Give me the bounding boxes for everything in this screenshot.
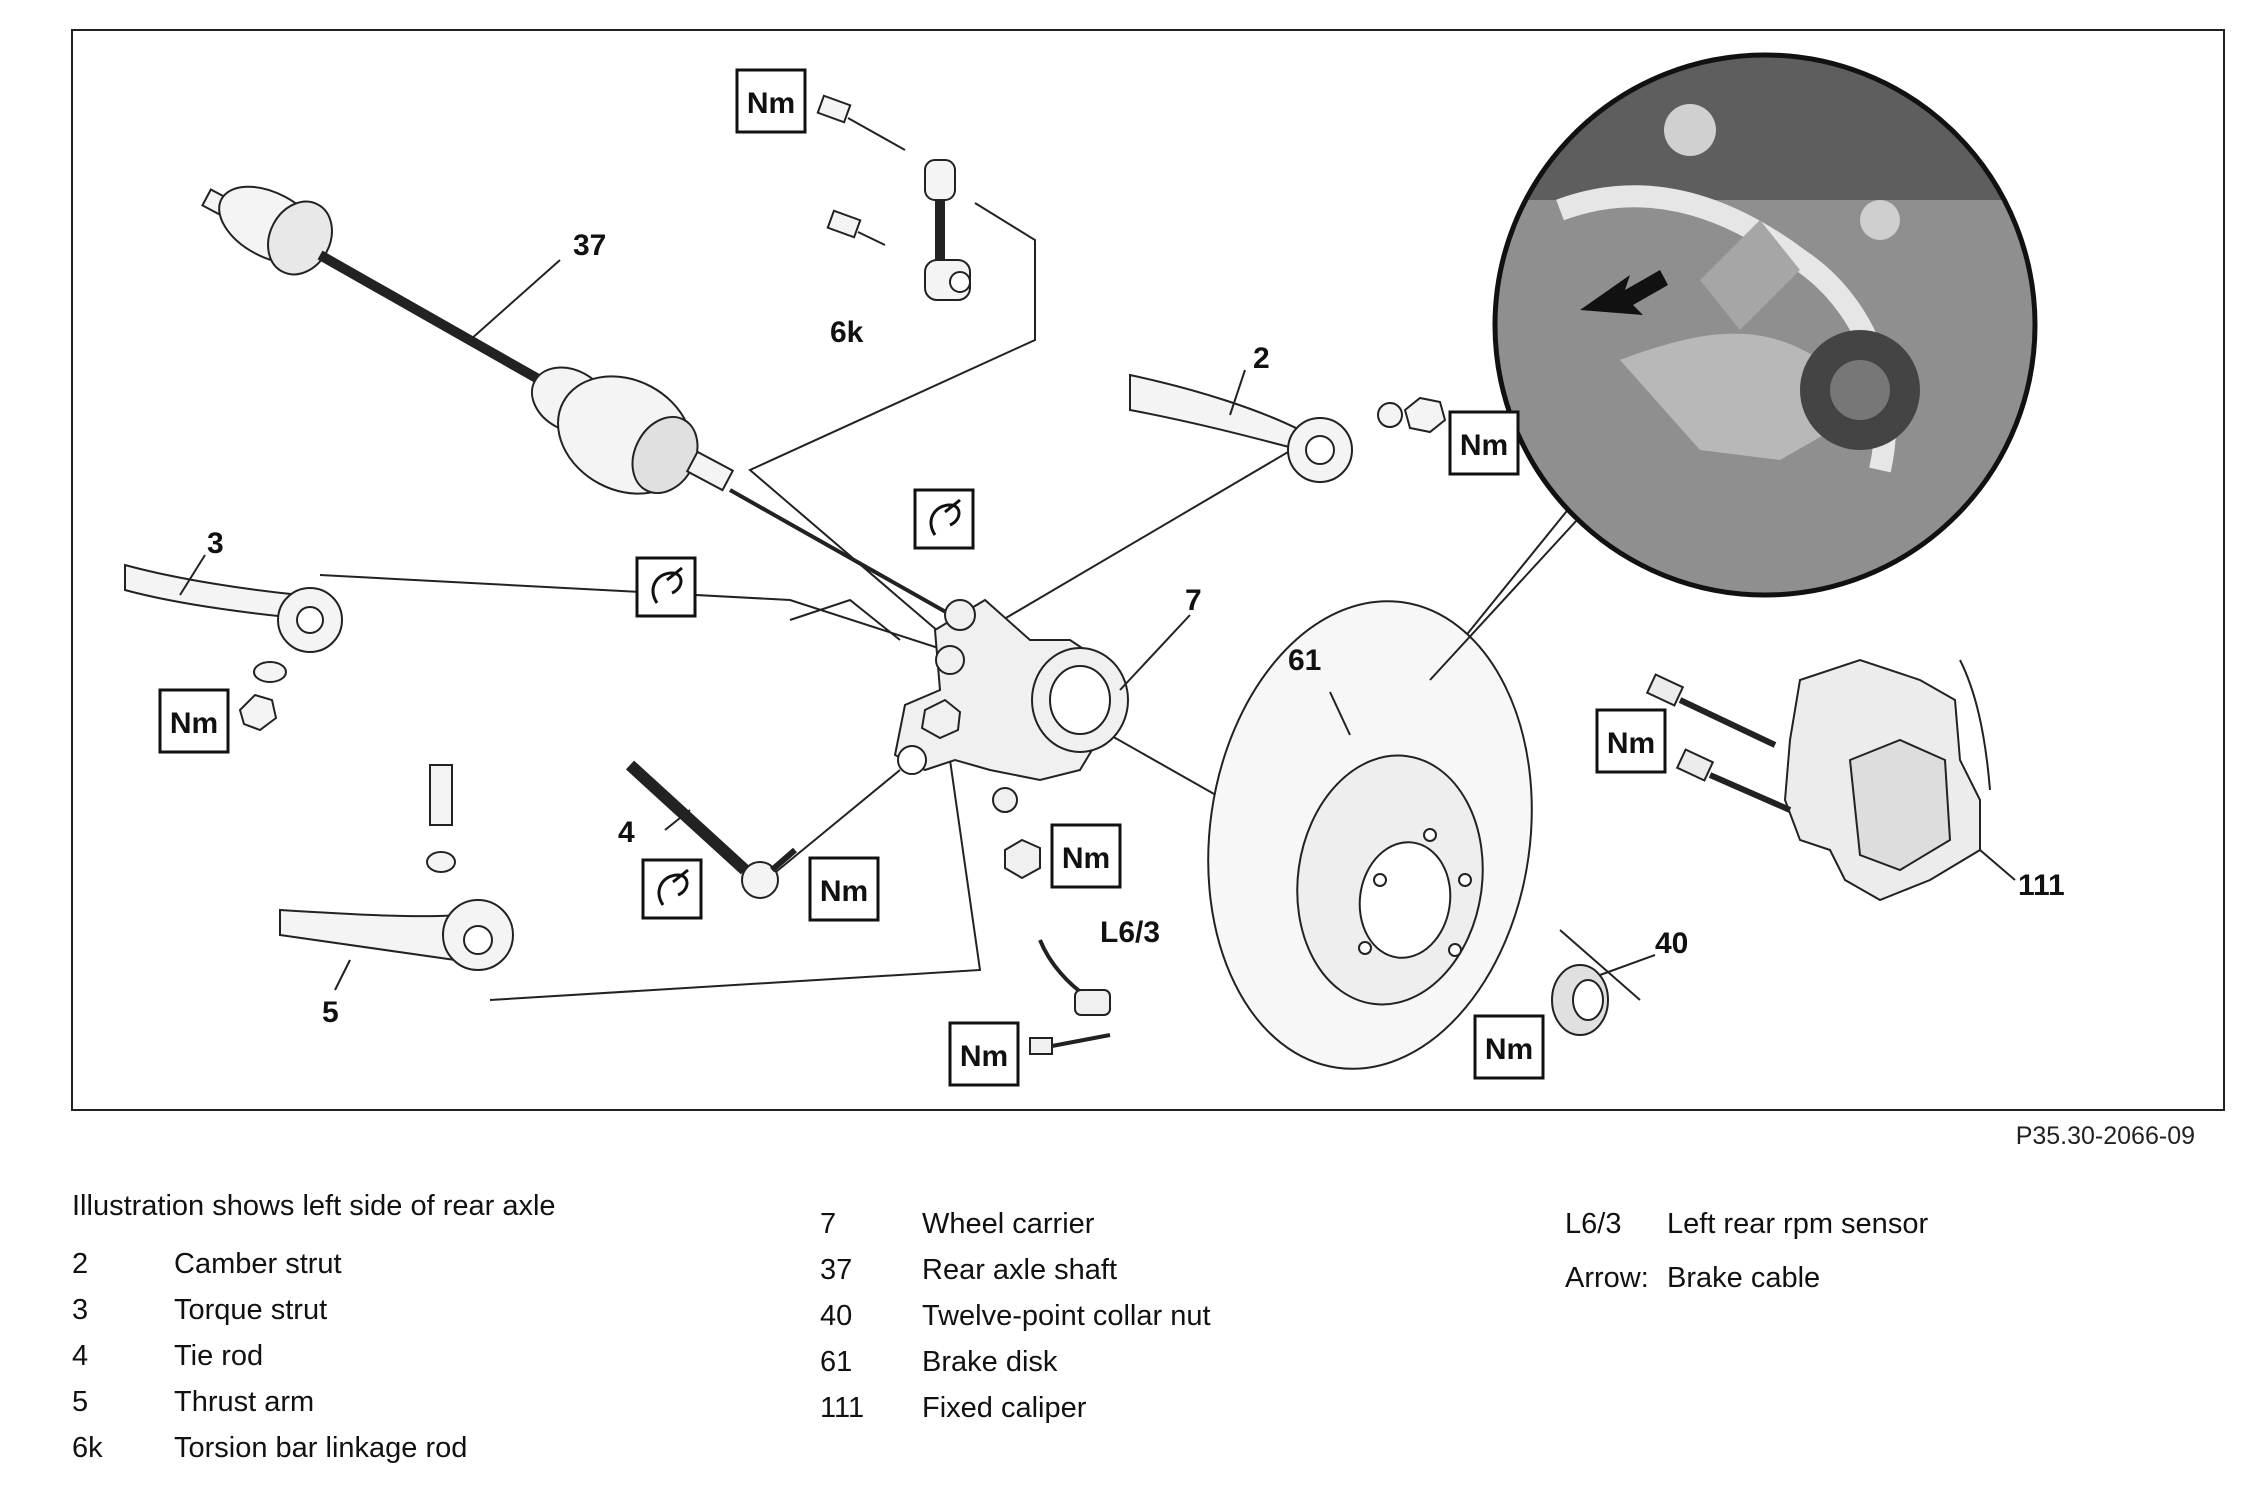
legend-description: Torque strut — [174, 1294, 328, 1326]
callout-7: 7 — [1185, 584, 1202, 617]
legend-item: 6k Torsion bar linkage rod — [72, 1432, 672, 1468]
torque-nm-box-icon: Nm — [808, 856, 880, 922]
legend-number: 4 — [72, 1340, 89, 1372]
legend-description: Camber strut — [174, 1248, 342, 1280]
legend-item: 61 Brake disk — [820, 1346, 1420, 1382]
legend-item: 3 Torque strut — [72, 1294, 672, 1330]
fixed-caliper-111 — [1645, 658, 1991, 902]
legend-number: 111 — [820, 1392, 865, 1424]
legend-description: Brake disk — [922, 1346, 1058, 1378]
torsion-bar-linkage-rod-6k — [816, 94, 971, 301]
svg-text:Nm: Nm — [747, 87, 795, 120]
svg-text:Nm: Nm — [1460, 429, 1508, 462]
inset-photo-circle — [1429, 52, 2038, 681]
svg-text:Nm: Nm — [820, 875, 868, 908]
callout-111: 111 — [2018, 869, 2065, 902]
torque-nm-box-icon: Nm — [158, 688, 230, 754]
callout-40: 40 — [1655, 927, 1688, 960]
legend-number: 61 — [820, 1346, 853, 1378]
wheel-carrier-7 — [893, 598, 1129, 880]
rear-axle-shaft-37 — [201, 185, 961, 622]
legend-description: Rear axle shaft — [922, 1254, 1118, 1286]
arrow-icon — [1580, 270, 1668, 315]
legend-item: 4 Tie rod — [72, 1340, 672, 1376]
legend-description: Tie rod — [174, 1340, 264, 1372]
collar-nut-40 — [1551, 964, 1609, 1036]
callout-labels: 37 6k 2 3 7 61 4 5 L6/3 40 111 — [207, 229, 2065, 1029]
torque-nm-box-icon: Nm — [735, 68, 807, 134]
legend-description: Wheel carrier — [922, 1208, 1095, 1240]
legend-number: 40 — [820, 1300, 853, 1332]
legend-description: Thrust arm — [174, 1386, 315, 1418]
legend-description: Torsion bar linkage rod — [174, 1432, 468, 1464]
rpm-sensor-l6-3 — [1029, 939, 1111, 1055]
exploded-view-diagram: Nm Nm Nm Nm Nm Nm Nm Nm 37 — [71, 29, 2225, 1111]
torque-nm-box-icon: Nm — [1473, 1014, 1545, 1080]
angle-tighten-symbol-icon — [641, 858, 703, 920]
legend-number: 7 — [820, 1208, 837, 1240]
torque-nm-box-icon: Nm — [1050, 823, 1122, 889]
callout-61: 61 — [1288, 644, 1321, 677]
legend-item: Arrow: Brake cable — [1565, 1262, 2165, 1298]
legend-item: 7 Wheel carrier — [820, 1208, 1420, 1244]
callout-pointers — [179, 259, 2016, 991]
legend-number: 6k — [72, 1432, 103, 1464]
torque-nm-box-icon: Nm — [948, 1021, 1020, 1087]
legend: Illustration shows left side of rear axl… — [72, 1190, 2222, 1490]
legend-caption: Illustration shows left side of rear axl… — [72, 1190, 556, 1222]
callout-3: 3 — [207, 527, 224, 560]
angle-tighten-symbol-icon — [635, 556, 697, 618]
legend-item: 37 Rear axle shaft — [820, 1254, 1420, 1290]
callout-l6-3: L6/3 — [1100, 916, 1160, 949]
legend-item: 111 Fixed caliper — [820, 1392, 1420, 1428]
legend-item: 5 Thrust arm — [72, 1386, 672, 1422]
legend-number: 5 — [72, 1386, 89, 1418]
angle-tighten-symbol-icon — [913, 488, 975, 550]
svg-text:Nm: Nm — [170, 707, 218, 740]
callout-5: 5 — [322, 996, 339, 1029]
legend-description: Twelve-point collar nut — [922, 1300, 1211, 1332]
legend-description: Fixed caliper — [922, 1392, 1087, 1424]
legend-number: 2 — [72, 1248, 89, 1280]
torque-nm-box-icon: Nm — [1595, 708, 1667, 774]
callout-6k: 6k — [830, 316, 864, 349]
tie-rod-4 — [625, 760, 797, 899]
figure-code: P35.30-2066-09 — [2015, 1122, 2195, 1150]
torque-strut-3 — [124, 563, 343, 732]
legend-number: L6/3 — [1565, 1208, 1622, 1240]
legend-number: Arrow: — [1565, 1262, 1649, 1294]
legend-number: 37 — [820, 1254, 853, 1286]
legend-description: Brake cable — [1667, 1262, 1821, 1294]
legend-item: L6/3 Left rear rpm sensor — [1565, 1208, 2165, 1244]
legend-description: Left rear rpm sensor — [1667, 1208, 1929, 1240]
legend-item: 2 Camber strut — [72, 1248, 672, 1284]
svg-text:Nm: Nm — [960, 1040, 1008, 1073]
svg-text:Nm: Nm — [1062, 842, 1110, 875]
legend-item: 40 Twelve-point collar nut — [820, 1300, 1420, 1336]
svg-text:Nm: Nm — [1485, 1033, 1533, 1066]
callout-4: 4 — [618, 816, 635, 849]
torque-nm-box-icon: Nm — [1448, 410, 1520, 476]
camber-strut-2 — [1129, 373, 1447, 483]
callout-37: 37 — [573, 229, 606, 262]
callout-2: 2 — [1253, 342, 1270, 375]
svg-text:Nm: Nm — [1607, 727, 1655, 760]
thrust-arm-5 — [279, 764, 514, 971]
diagram-frame — [71, 29, 2225, 1111]
brake-disk-61 — [1207, 600, 1533, 1070]
legend-number: 3 — [72, 1294, 89, 1326]
